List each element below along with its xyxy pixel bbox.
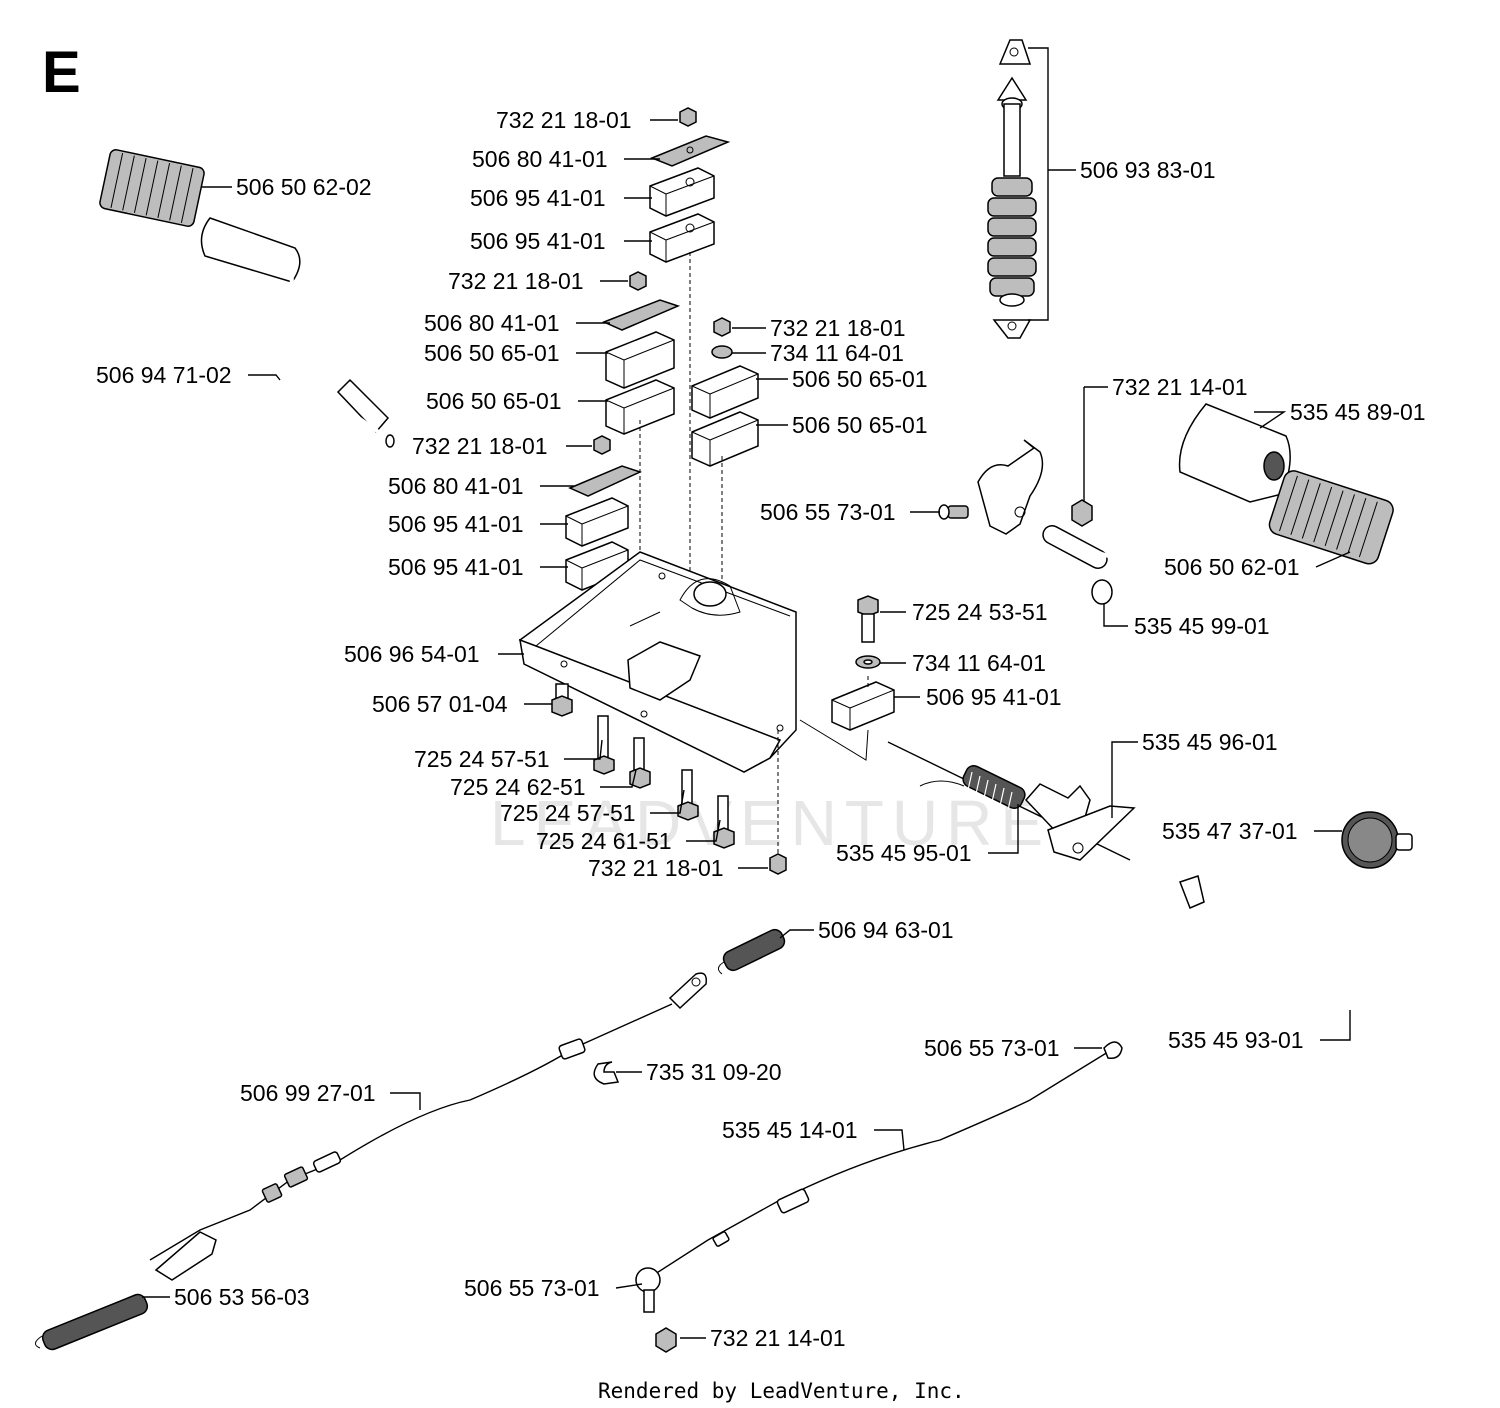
part-label: 506 93 83-01: [1080, 157, 1216, 183]
part-label: 506 50 65-01: [426, 388, 562, 414]
pedal-sleeve-left: [200, 217, 301, 283]
part-label: 734 11 64-01: [770, 340, 904, 366]
part-label: 732 21 18-01: [448, 268, 584, 294]
part-label: 535 45 96-01: [1142, 729, 1278, 755]
part-label: 535 45 95-01: [836, 840, 972, 866]
part-label: 506 95 41-01: [470, 228, 606, 254]
upper-spring: [718, 928, 786, 975]
part-label: 506 55 73-01: [760, 499, 896, 525]
part-label: 506 95 41-01: [926, 684, 1062, 710]
center-block-stacks: [565, 107, 759, 672]
shock-absorber: [987, 39, 1049, 339]
credit-text: Rendered by LeadVenture, Inc.: [598, 1379, 965, 1403]
part-label: 535 45 14-01: [722, 1117, 858, 1143]
pedal-pad-right: [1268, 470, 1394, 565]
part-label: 506 57 01-04: [372, 691, 508, 717]
section-letter: E: [42, 40, 81, 105]
part-label: 506 53 56-03: [174, 1284, 310, 1310]
base-plate: [518, 551, 797, 773]
part-label: 506 95 41-01: [388, 511, 524, 537]
bolts-under-plate: [551, 683, 787, 875]
part-label: 506 55 73-01: [464, 1275, 600, 1301]
upper-cable: [149, 972, 708, 1281]
left-pedal-assembly: [99, 149, 395, 448]
part-label: 506 80 41-01: [388, 473, 524, 499]
part-label: 725 24 57-51: [414, 746, 550, 772]
mid-right-bolt-block: [799, 595, 895, 761]
part-label: 732 21 14-01: [1112, 374, 1248, 400]
spring-link-rod: [887, 741, 1448, 1003]
part-label: 506 50 65-01: [792, 366, 928, 392]
right-pedal-assembly: [938, 403, 1394, 605]
part-label: 725 24 62-51: [450, 774, 586, 800]
part-label: 735 31 09-20: [646, 1059, 782, 1085]
part-label: 506 99 27-01: [240, 1080, 376, 1106]
part-label: 506 55 73-01: [924, 1035, 1060, 1061]
part-label: 535 45 89-01: [1290, 399, 1426, 425]
part-label: 725 24 57-51: [500, 800, 636, 826]
part-label: 535 47 37-01: [1162, 818, 1298, 844]
part-label: 732 21 18-01: [412, 433, 548, 459]
part-label: 732 21 18-01: [770, 315, 906, 341]
part-label: 506 80 41-01: [424, 310, 560, 336]
part-label: 734 11 64-01: [912, 650, 1046, 676]
part-label: 732 21 18-01: [588, 855, 724, 881]
part-label: 506 50 65-01: [792, 412, 928, 438]
part-label: 535 45 99-01: [1134, 613, 1270, 639]
part-label: 506 50 65-01: [424, 340, 560, 366]
part-label: 506 50 62-01: [1164, 554, 1300, 580]
watermark: LEADVENTURE: [490, 787, 1051, 859]
leader-lines: [142, 119, 1351, 1339]
part-label: 506 95 41-01: [470, 185, 606, 211]
lower-left-spring: [35, 1293, 149, 1351]
part-label: 506 95 41-01: [388, 554, 524, 580]
pedal-pad-left: [99, 149, 205, 227]
part-label: 732 21 18-01: [496, 107, 632, 133]
lower-cable: [635, 1041, 1123, 1353]
part-label: 506 80 41-01: [472, 146, 608, 172]
clip: [593, 1061, 620, 1085]
part-label: 506 50 62-02: [236, 174, 372, 200]
part-label: 725 24 53-51: [912, 599, 1048, 625]
part-label: 506 96 54-01: [344, 641, 480, 667]
part-labels: 732 21 18-01 506 80 41-01 506 95 41-01 5…: [96, 107, 1426, 1351]
part-label: 535 45 93-01: [1168, 1027, 1304, 1053]
part-label: 506 94 63-01: [818, 917, 954, 943]
part-label: 725 24 61-51: [536, 828, 672, 854]
part-label: 732 21 14-01: [710, 1325, 846, 1351]
part-label: 506 94 71-02: [96, 362, 232, 388]
